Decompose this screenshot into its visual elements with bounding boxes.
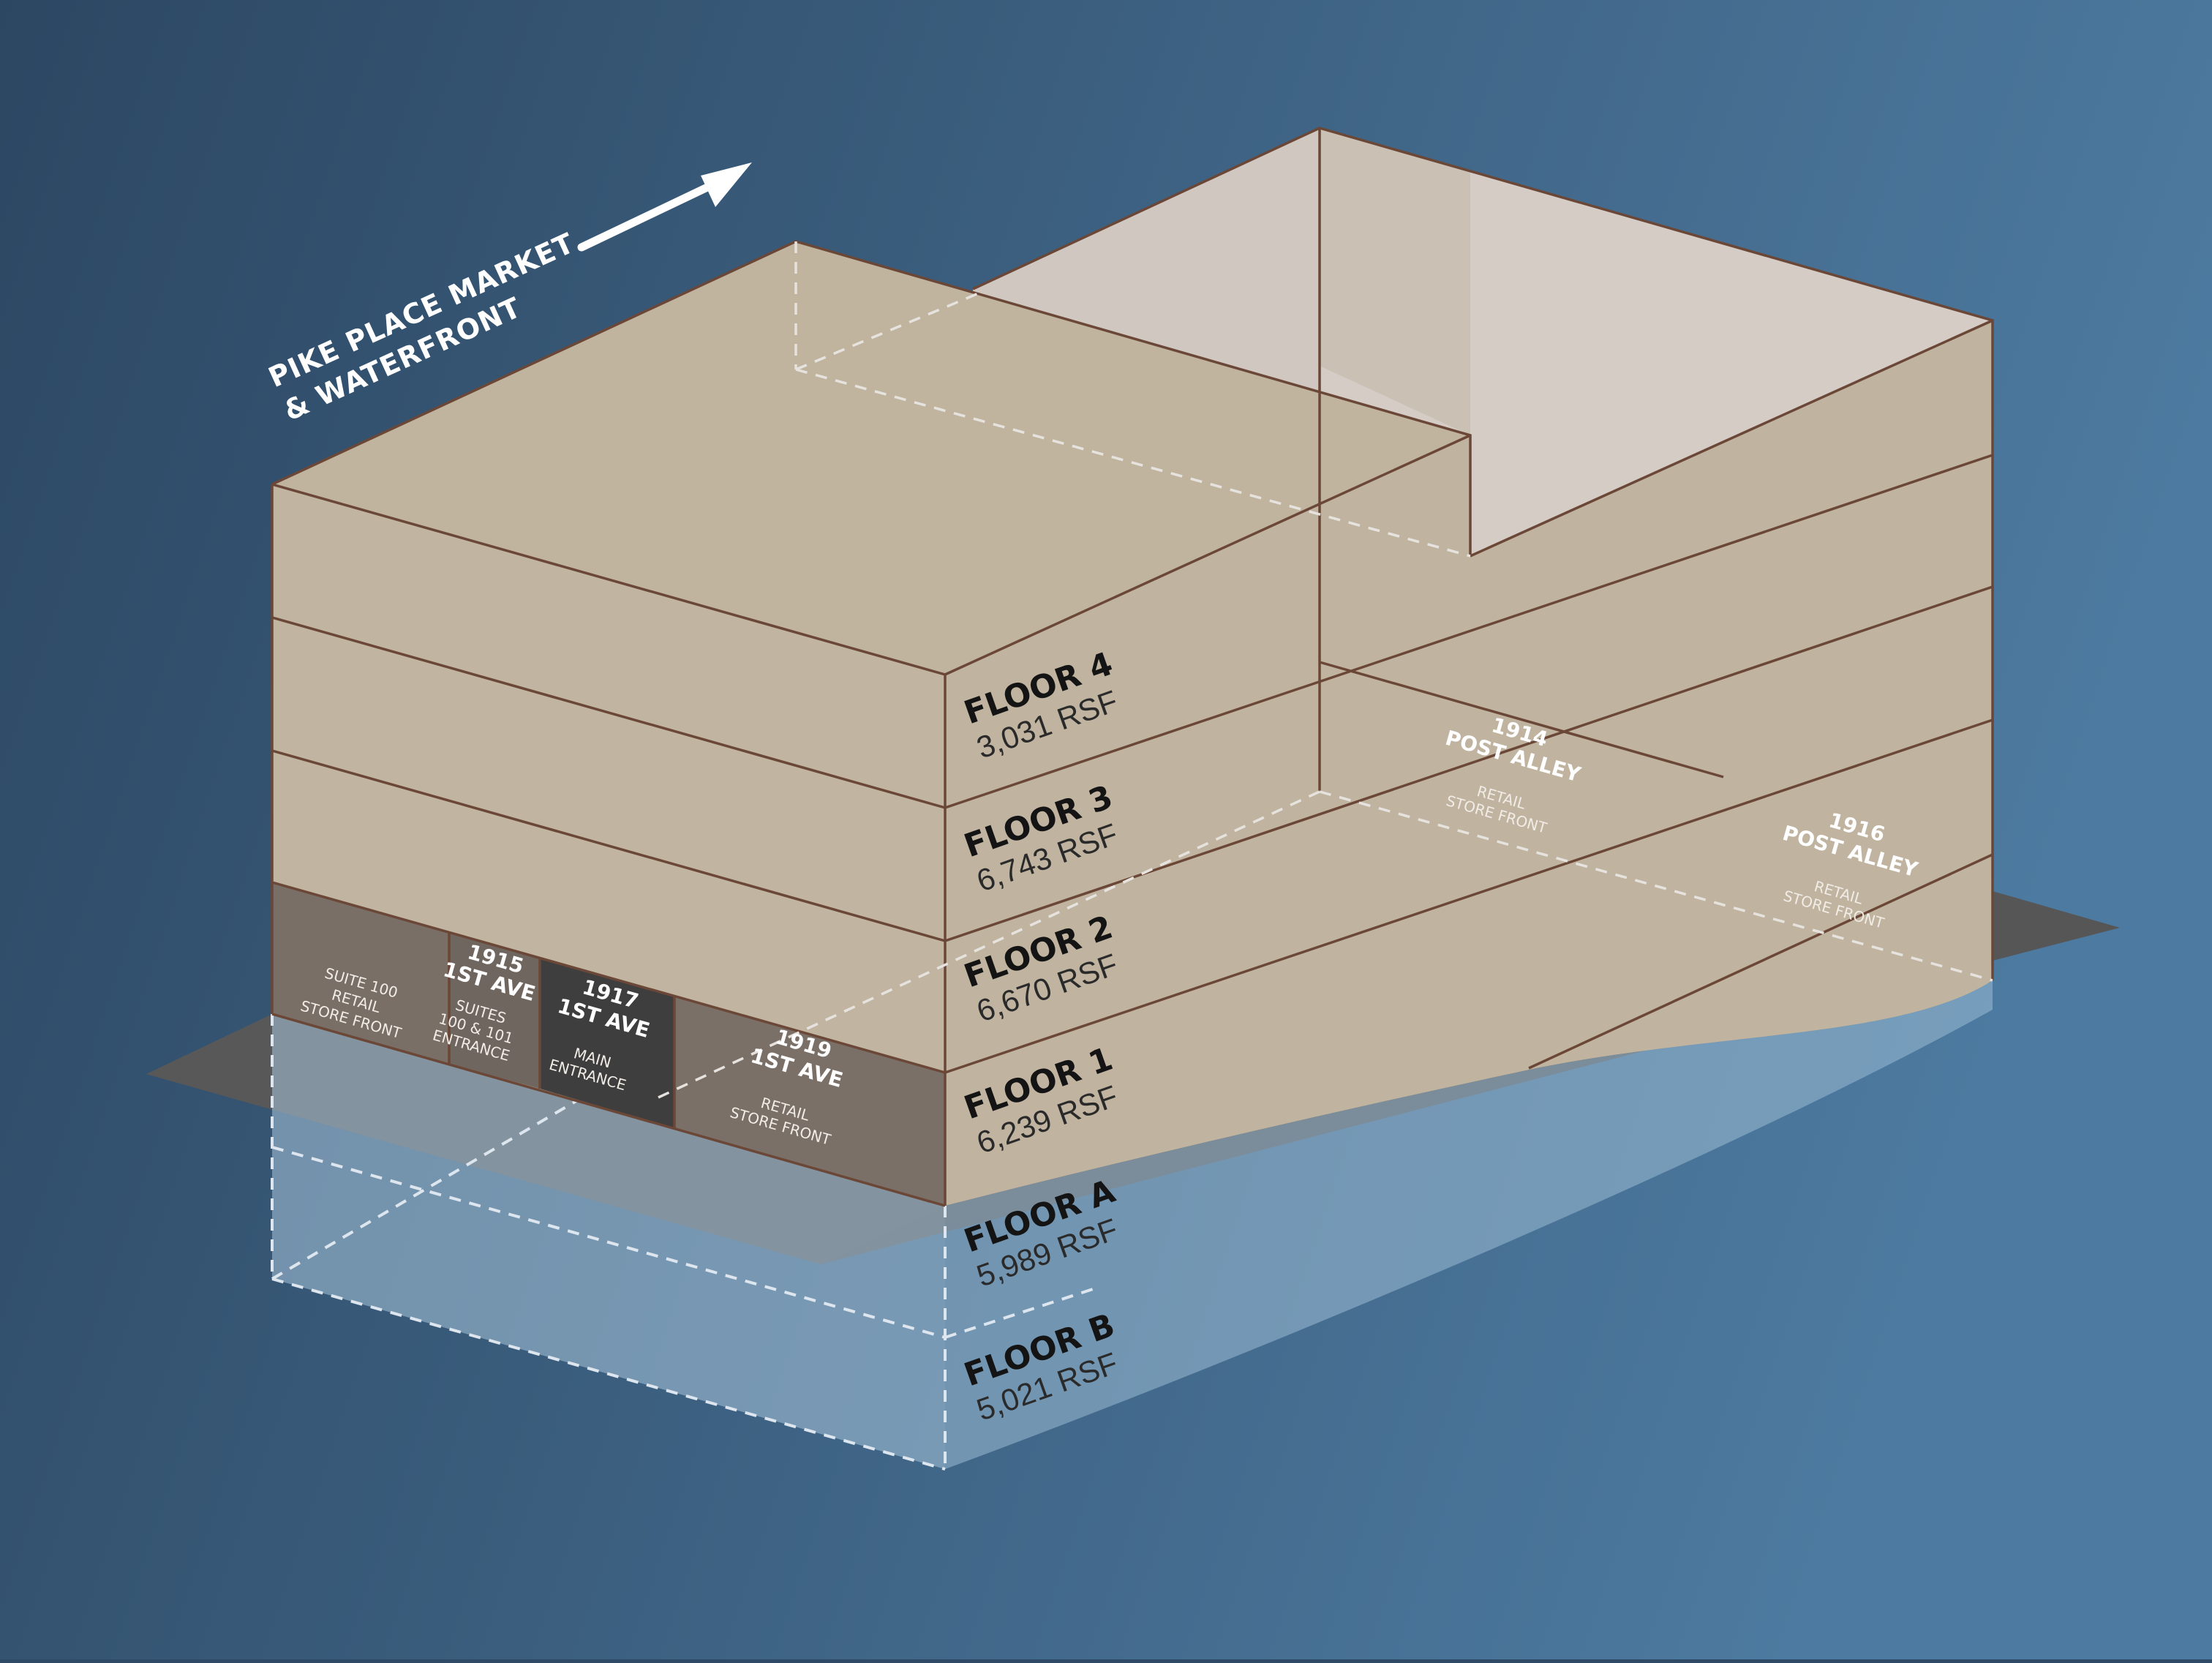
unit-1919-panel [674,996,945,1206]
upper-stack-overlap [1320,128,1470,435]
arrow-right-icon [577,162,752,252]
unit-1915-panel [449,932,540,1089]
basement-side-face [945,980,1993,1469]
building-edges [271,127,1994,1207]
suite-100-panel [272,882,449,1064]
unit-1917-panel [540,958,674,1128]
hidden-edges [658,241,1993,1099]
